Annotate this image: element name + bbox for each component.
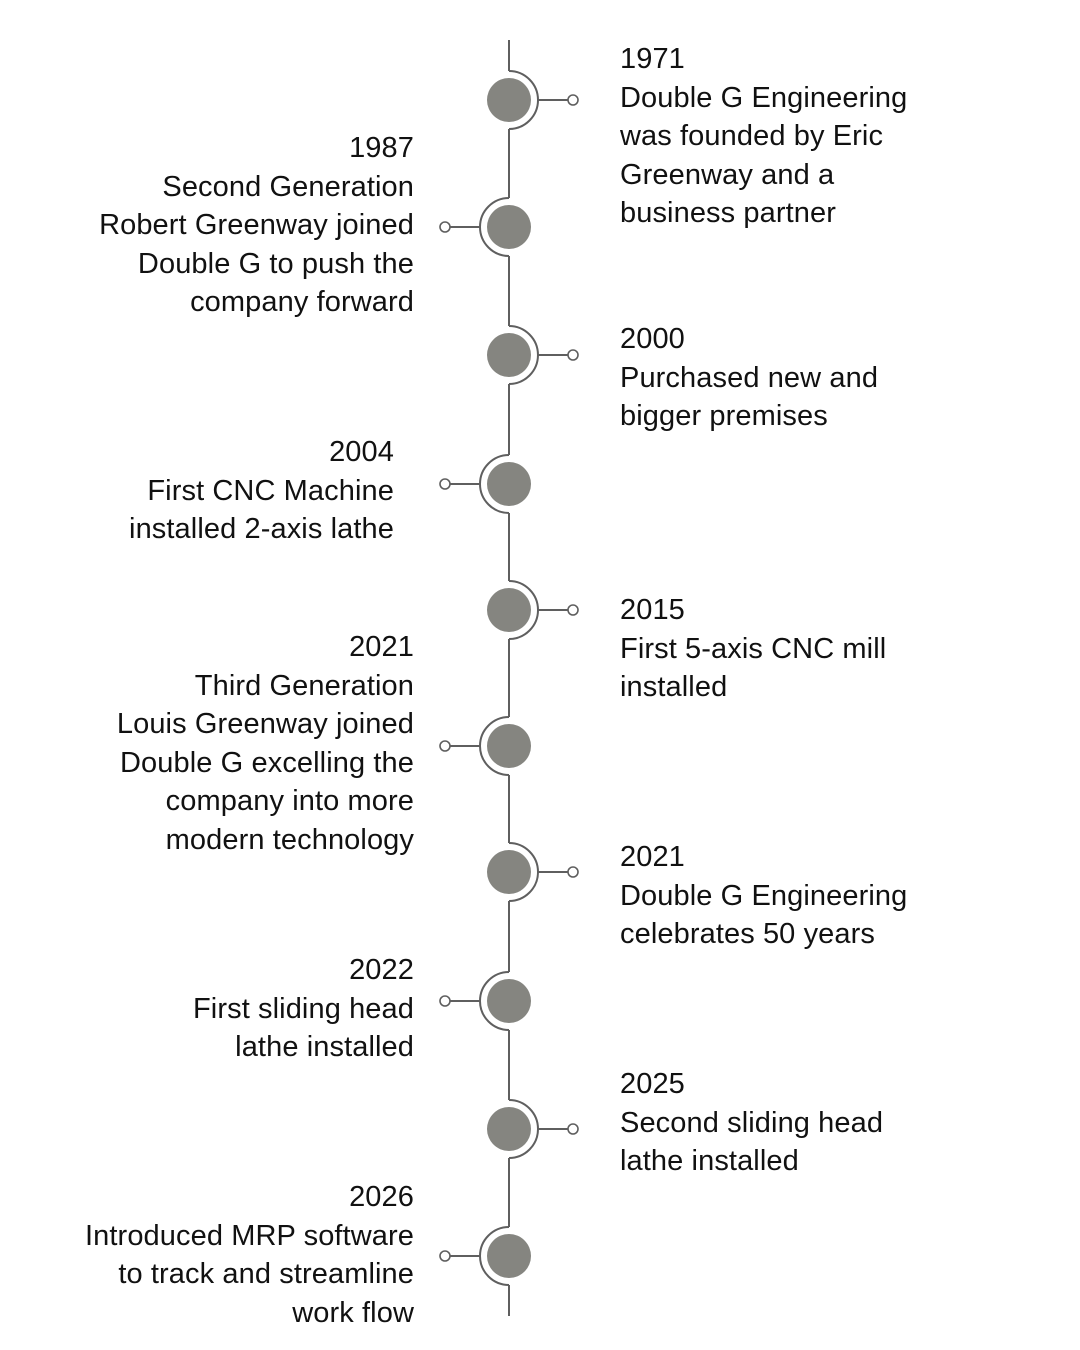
event-description-line: work flow [292,1296,414,1329]
event-2025-second-sliding-head: 2025 Second sliding head lathe installed [620,1065,883,1181]
event-year: 2022 [349,954,414,986]
event-year: 2026 [349,1181,414,1213]
timeline-connector-end-icon [567,1123,579,1135]
event-year: 2000 [620,323,685,355]
event-description-line: lathe installed [235,1031,414,1063]
event-year: 2004 [329,436,394,468]
event-year: 1971 [620,43,685,75]
event-description-line: installed [620,671,728,703]
timeline-node-arc [508,325,539,385]
event-description-line: Second Generation [162,170,414,203]
event-description-line: Double G Engineering [620,81,908,114]
timeline-connector-end-icon [439,1250,451,1262]
event-description-line: company into more [165,785,414,817]
timeline-node-dot-icon [487,462,531,506]
event-description-line: celebrates 50 years [620,918,875,950]
event-description-line: Introduced MRP software [85,1219,414,1252]
event-2021-50-years: 2021 Double G Engineering celebrates 50 … [620,838,907,954]
event-description-line: was founded by Eric [620,120,884,152]
timeline-node-arc [479,197,510,257]
event-2004-first-cnc: 2004 First CNC Machine installed 2-axis … [129,433,394,549]
event-description-line: business partner [620,197,836,229]
event-year: 1987 [349,132,414,164]
event-description-line: Double G to push the [137,247,414,280]
timeline-node-arc [479,1226,510,1286]
event-description-line: First 5-axis CNC mill [620,632,887,665]
event-description-line: Third Generation [194,669,414,702]
timeline-connector-end-icon [439,740,451,752]
timeline-node-arc [508,70,539,130]
timeline-node-dot-icon [487,78,531,122]
timeline-node-dot-icon [487,850,531,894]
event-description-line: Second sliding head [620,1106,884,1139]
timeline-connector-end-icon [439,478,451,490]
timeline-connector-end-icon [567,349,579,361]
event-description-line: modern technology [165,823,414,856]
timeline-connector-end-icon [567,94,579,106]
timeline-connector-end-icon [567,866,579,878]
timeline-connector-end-icon [439,995,451,1007]
timeline-node-arc [479,716,510,776]
event-year: 2021 [620,841,685,873]
timeline-node-dot-icon [487,205,531,249]
event-description-line: First sliding head [192,992,414,1025]
event-description-line: Greenway and a [620,158,835,191]
event-description-line: First CNC Machine [147,474,394,507]
event-description-line: installed 2-axis lathe [129,513,394,545]
event-description-line: bigger premises [620,400,828,432]
event-year: 2015 [620,594,685,626]
timeline-node-arc [508,580,539,640]
timeline-connector-end-icon [439,221,451,233]
event-description-line: Double G Engineering [620,879,908,912]
timeline-connector-end-icon [567,604,579,616]
event-description-line: Double G excelling the [120,746,414,779]
event-description-line: lathe installed [620,1145,799,1177]
timeline-node-dot-icon [487,724,531,768]
event-2026-mrp-software: 2026 Introduced MRP software to track an… [85,1178,414,1332]
timeline-node-dot-icon [487,1234,531,1278]
timeline-node-arc [508,842,539,902]
timeline-node-dot-icon [487,979,531,1023]
timeline-node-arc [479,971,510,1031]
event-year: 2025 [620,1068,685,1100]
event-2021-third-generation: 2021 Third Generation Louis Greenway joi… [117,628,414,859]
timeline-node-arc [479,454,510,514]
event-description-line: Louis Greenway joined [116,708,414,740]
event-year: 2021 [349,631,414,663]
event-2000-premises: 2000 Purchased new and bigger premises [620,320,878,436]
timeline-node-dot-icon [487,1107,531,1151]
timeline-node-dot-icon [487,333,531,377]
event-2015-5-axis-mill: 2015 First 5-axis CNC mill installed [620,591,886,707]
event-1971-founded: 1971 Double G Engineering was founded by… [620,40,907,233]
event-description-line: to track and streamline [118,1258,414,1290]
event-2022-sliding-head: 2022 First sliding head lathe installed [193,951,414,1067]
event-description-line: Purchased new and [620,361,879,394]
timeline-node-arc [508,1099,539,1159]
timeline-node-dot-icon [487,588,531,632]
event-description-line: Robert Greenway joined [99,209,414,241]
event-1987-second-generation: 1987 Second Generation Robert Greenway j… [99,129,414,322]
event-description-line: company forward [190,286,414,318]
